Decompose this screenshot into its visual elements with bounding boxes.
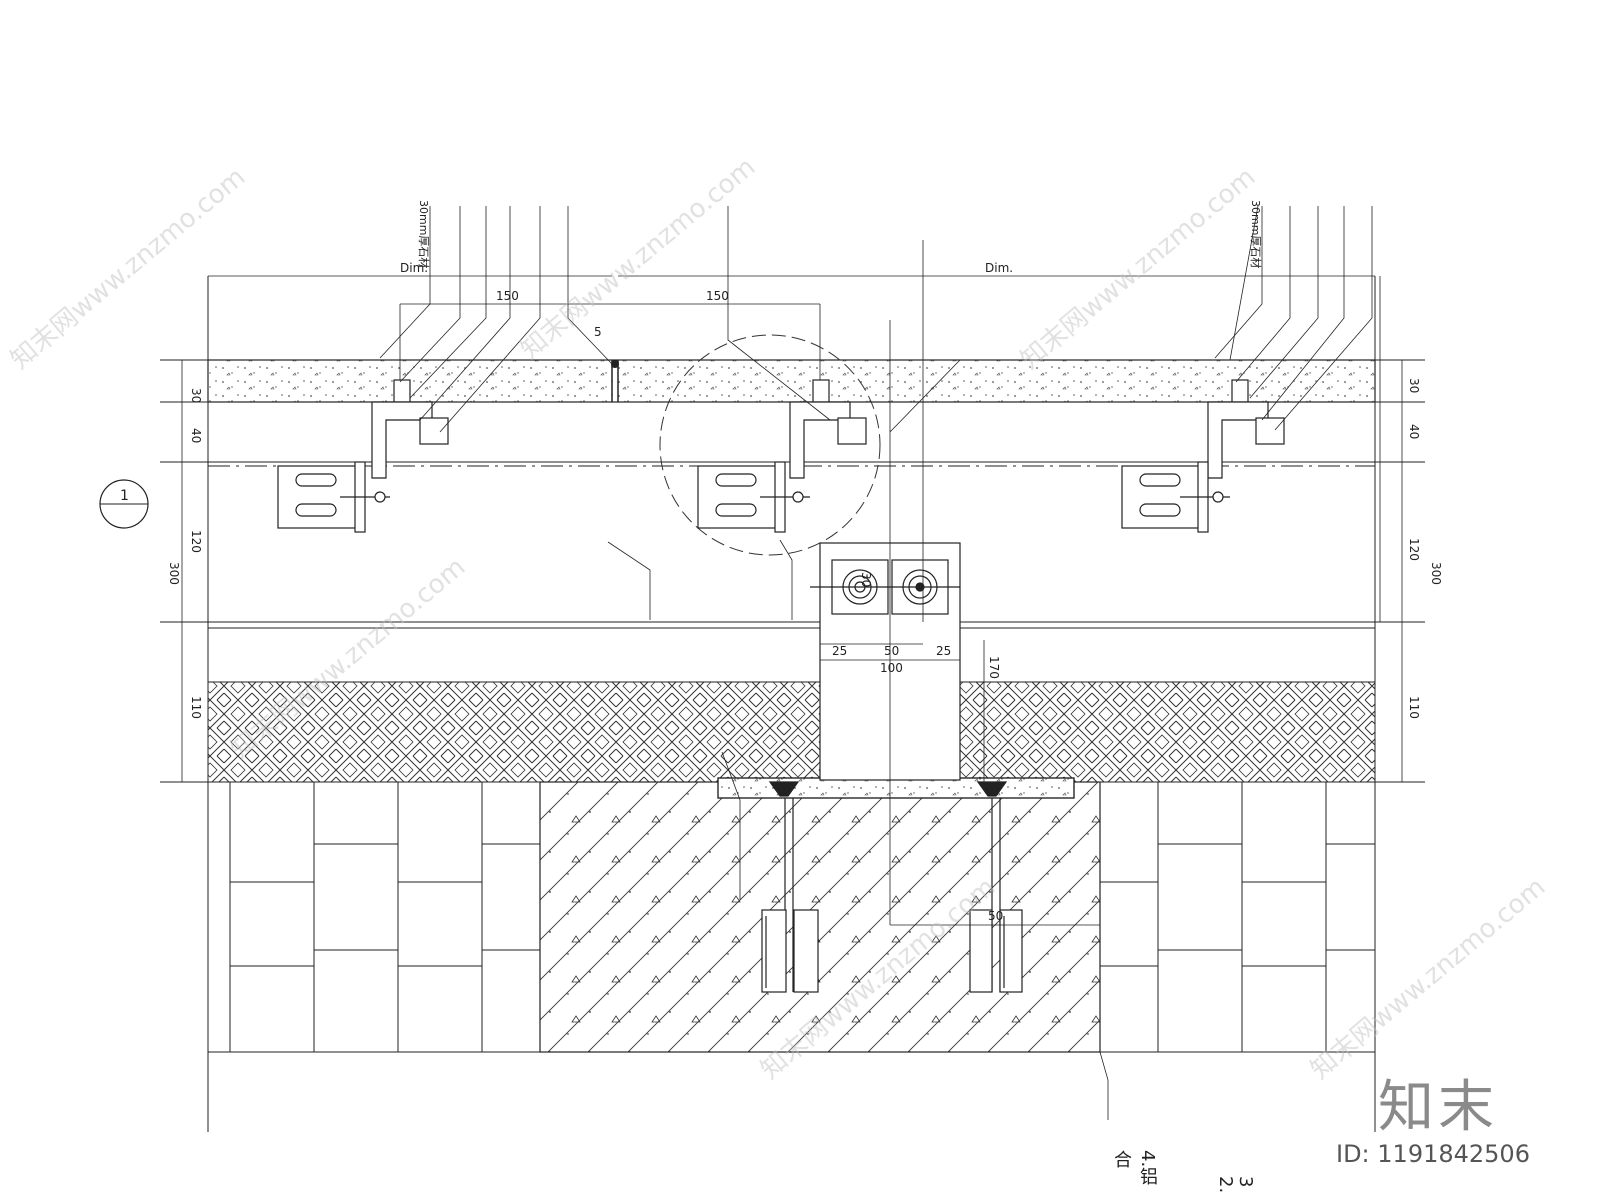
bracket-left — [277, 379, 449, 533]
dim-embed-25a: 25 — [832, 644, 847, 658]
dim-embed-170: 170 — [987, 656, 1001, 679]
dim-left-offset: 150 — [496, 289, 519, 303]
dim-layer-110-right: 110 — [1407, 696, 1421, 719]
dim-joint-gap: 5 — [594, 325, 602, 339]
dim-layer-30-left: 30 — [189, 388, 203, 403]
anchor-bolts — [761, 798, 1023, 993]
bracket-center — [697, 379, 867, 533]
watermark-2: 知末网www.znzmo.com — [515, 152, 761, 365]
bracket-right — [1121, 379, 1285, 533]
dimension-lines — [181, 275, 1403, 782]
dim-layer-40-right: 40 — [1407, 424, 1421, 439]
detail-callout-circle — [659, 334, 881, 556]
dim-bolt-30: 30 — [859, 572, 873, 587]
dim-center-offset: 150 — [706, 289, 729, 303]
watermark-3: 知末网www.znzmo.com — [1015, 162, 1261, 375]
dim-layer-40-left: 40 — [189, 428, 203, 443]
detail-number: 1 — [120, 488, 129, 504]
stone-panel-layer — [207, 359, 1376, 403]
dim-layer-120-right: 120 — [1407, 538, 1421, 561]
label-board-left: 30mm厚石材 — [417, 200, 431, 268]
watermark-6: 知末网www.znzmo.com — [1305, 872, 1551, 1085]
brand-logo: 知末 — [1378, 1075, 1498, 1140]
dim-embed-25b: 25 — [936, 644, 951, 658]
watermark-1: 知末网www.znzmo.com — [5, 162, 251, 375]
steel-post — [810, 240, 1100, 926]
dimension-labels: Dim. Dim. 150 150 5 30 40 120 300 110 30… — [167, 261, 1443, 923]
detail-marker: 1 — [99, 479, 149, 529]
dim-layer-300-right: 300 — [1429, 562, 1443, 585]
dim-anchor-50: 50 — [988, 909, 1003, 923]
note-3: 3 — [1235, 1176, 1256, 1188]
note-2: 2. — [1215, 1176, 1236, 1194]
dim-embed-100: 100 — [880, 661, 903, 675]
dim-embed-50: 50 — [884, 644, 899, 658]
image-id-label: ID: 1191842506 — [1336, 1140, 1530, 1168]
leader-lines — [379, 205, 1373, 1120]
dim-right-width: Dim. — [985, 261, 1013, 275]
dim-layer-30-right: 30 — [1407, 378, 1421, 393]
dim-left-width: Dim. — [400, 261, 428, 275]
note-4: 4.铝合 — [1111, 1150, 1158, 1186]
dim-layer-110-left: 110 — [189, 696, 203, 719]
dim-layer-300-left: 300 — [167, 562, 181, 585]
insulation-layer — [207, 681, 1376, 783]
dim-layer-120-left: 120 — [189, 530, 203, 553]
label-board-right: 30mm厚石材 — [1249, 200, 1263, 268]
embedded-plate — [717, 777, 1075, 799]
